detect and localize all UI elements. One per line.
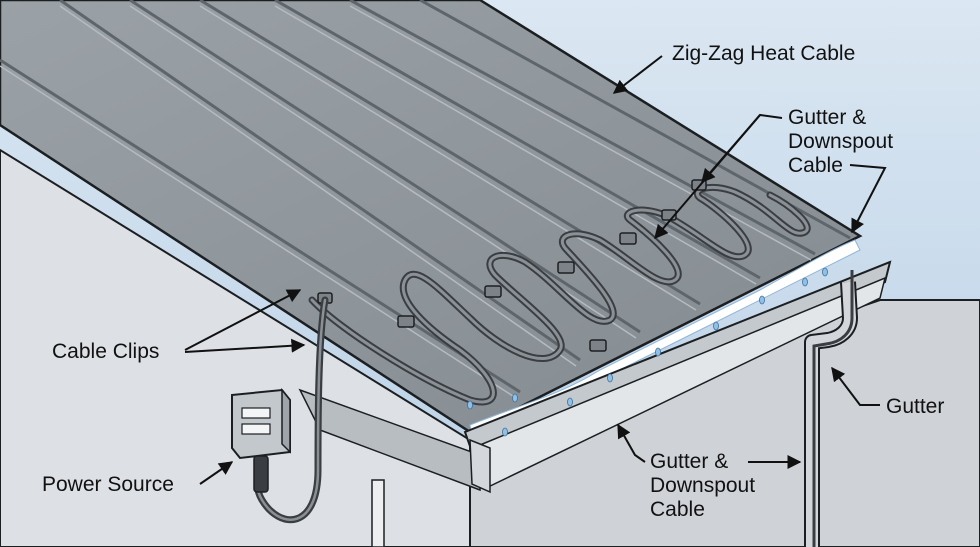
arrow-gutter-cable-upper-2: [654, 114, 761, 240]
arrow-clips-1: [184, 289, 302, 351]
zigzag-heat-cable-sheen: [310, 185, 809, 404]
roof-seams: [0, 0, 851, 394]
cable-clip: [619, 232, 637, 245]
cable-clip: [589, 339, 607, 352]
label-gutter-downspout-cable-lower: Gutter & Downspout Cable: [650, 450, 756, 521]
power-source-box: [231, 387, 291, 493]
callout-arrows: [184, 55, 887, 485]
ice-drips: [467, 267, 828, 437]
arrow-gutter: [831, 366, 880, 406]
drip: [713, 321, 719, 331]
corner-trim: [371, 479, 385, 547]
arrow-clips-2: [184, 338, 306, 353]
cable-clip: [397, 315, 415, 328]
label-zigzag-heat-cable: Zig-Zag Heat Cable: [672, 42, 856, 65]
label-gutter-downspout-cable-upper: Gutter & Downspout Cable: [788, 106, 894, 177]
label-cable-clips: Cable Clips: [52, 340, 160, 363]
cable-clip: [484, 285, 502, 298]
drip: [655, 347, 661, 357]
soffit: [298, 388, 481, 492]
label-gutter: Gutter: [886, 395, 945, 418]
arrow-gutter-cable-lower: [617, 423, 646, 463]
label-power-source: Power Source: [42, 473, 174, 496]
drip: [567, 397, 573, 407]
downspout-cable: [812, 270, 854, 547]
drip: [512, 393, 518, 403]
gutter-end-cap: [469, 438, 491, 494]
cable-clips: [317, 179, 707, 352]
drip: [802, 277, 808, 287]
arrow-zigzag: [612, 55, 663, 94]
drip: [607, 373, 613, 383]
arrow-power: [199, 461, 234, 485]
drip: [502, 427, 508, 437]
drip: [467, 400, 473, 410]
cable-clip: [557, 261, 575, 274]
drip: [759, 295, 765, 305]
downspout-fill: [806, 281, 856, 547]
drip: [822, 267, 828, 277]
arrow-gutter-cable-upper-3: [849, 164, 887, 234]
